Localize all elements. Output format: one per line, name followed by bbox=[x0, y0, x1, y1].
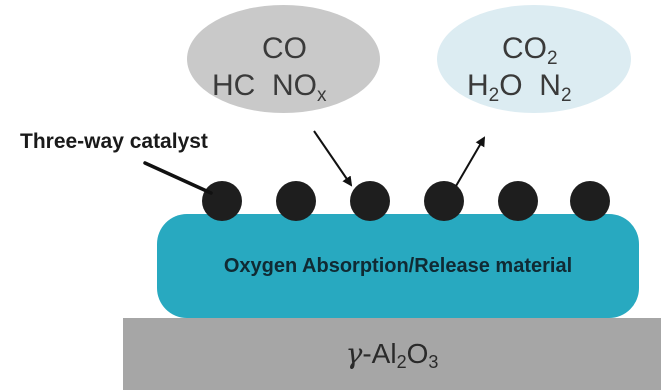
input-gas-ellipse bbox=[187, 5, 380, 113]
input-gas-line-1: CO bbox=[262, 34, 307, 64]
output-gas-line-2: H2O N2 bbox=[467, 69, 572, 106]
co2-main: CO bbox=[502, 32, 547, 65]
o-subscript: 3 bbox=[428, 352, 439, 372]
n2-label: N2 bbox=[539, 69, 571, 106]
oxygen-layer-label: Oxygen Absorption/Release material bbox=[223, 254, 573, 277]
h2o-h: H bbox=[467, 69, 489, 102]
catalyst-particle bbox=[350, 181, 390, 221]
hc-label: HC bbox=[212, 69, 256, 102]
catalyst-particle bbox=[498, 181, 538, 221]
catalyst-particle bbox=[570, 181, 610, 221]
catalyst-label: Three-way catalyst bbox=[20, 130, 208, 153]
co2-subscript: 2 bbox=[547, 48, 558, 69]
output-gas-ellipse bbox=[437, 5, 631, 113]
output-gas-line-1: CO2 bbox=[502, 32, 558, 69]
catalyst-pointer-line bbox=[143, 161, 213, 195]
co-label: CO bbox=[262, 32, 307, 65]
co2-label: CO2 bbox=[502, 32, 558, 69]
gamma-symbol: γ bbox=[345, 337, 363, 370]
h2o-label: H2O bbox=[467, 69, 523, 106]
n2-subscript: 2 bbox=[560, 85, 572, 106]
oxygen-storage-layer: Oxygen Absorption/Release material bbox=[157, 214, 639, 318]
nox-label: NOx bbox=[272, 69, 327, 106]
o-text: O bbox=[406, 338, 429, 369]
alumina-label: γ-Al2O3 bbox=[345, 337, 439, 372]
catalyst-particle bbox=[202, 181, 242, 221]
output-arrow bbox=[455, 136, 486, 187]
input-gas-line-2: HC NOx bbox=[212, 69, 327, 106]
catalyst-particle bbox=[276, 181, 316, 221]
h2o-o: O bbox=[499, 69, 523, 102]
n2-main: N bbox=[539, 69, 561, 102]
catalyst-particle bbox=[424, 181, 464, 221]
h2o-subscript: 2 bbox=[488, 85, 500, 106]
nox-main: NO bbox=[272, 69, 318, 102]
nox-subscript: x bbox=[317, 85, 327, 106]
input-arrow bbox=[313, 130, 353, 187]
al-text: -Al bbox=[362, 338, 397, 369]
alumina-support-layer: γ-Al2O3 bbox=[123, 318, 661, 390]
al-subscript: 2 bbox=[396, 352, 407, 372]
